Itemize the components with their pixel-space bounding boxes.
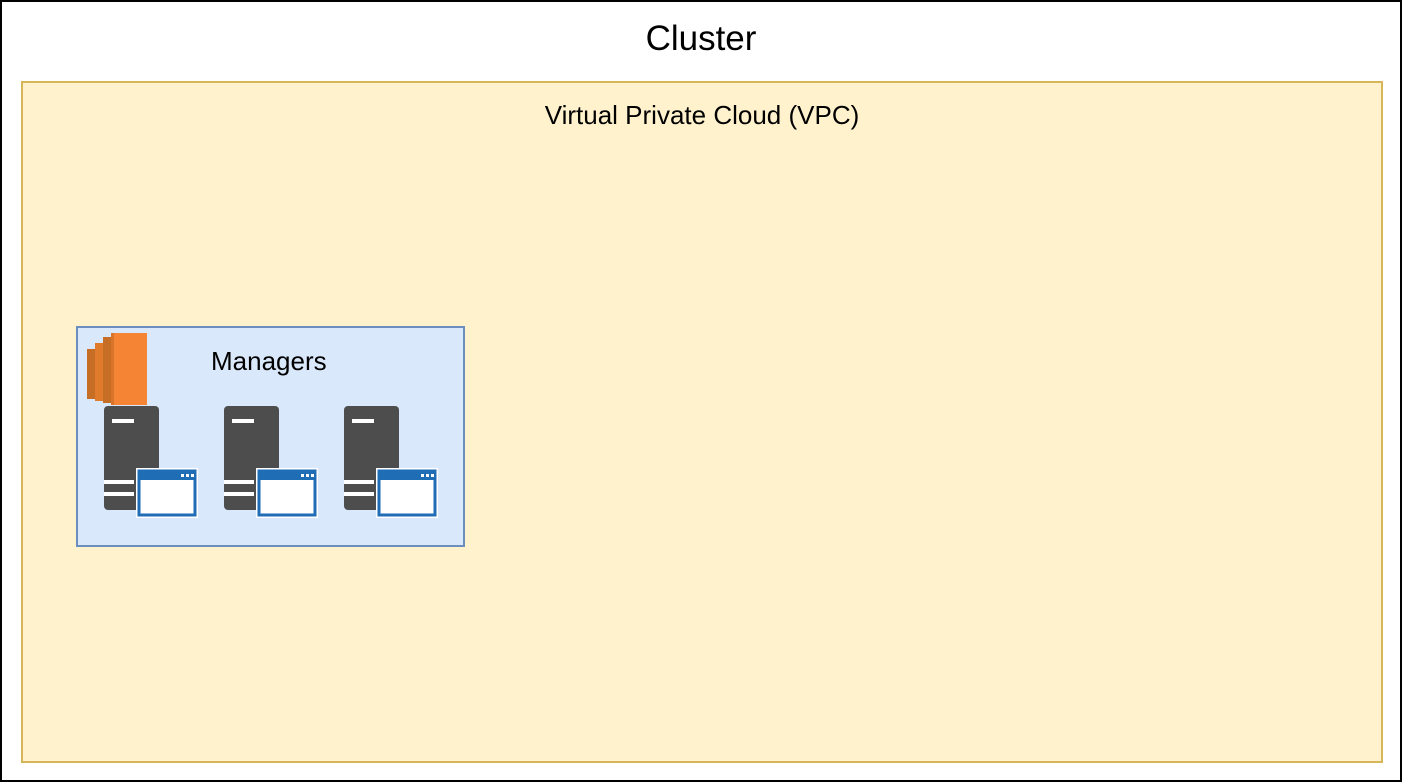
vpc-container: Virtual Private Cloud (VPC) Managers (21, 81, 1383, 763)
server-icon (344, 406, 438, 518)
server-icon (224, 406, 318, 518)
cluster-title: Cluster (645, 19, 757, 58)
managers-group: Managers (76, 326, 465, 547)
server-icon (104, 406, 198, 518)
managers-title: Managers (211, 346, 327, 376)
vpc-title: Virtual Private Cloud (VPC) (544, 100, 860, 130)
aws-ec2-icon (87, 333, 147, 405)
